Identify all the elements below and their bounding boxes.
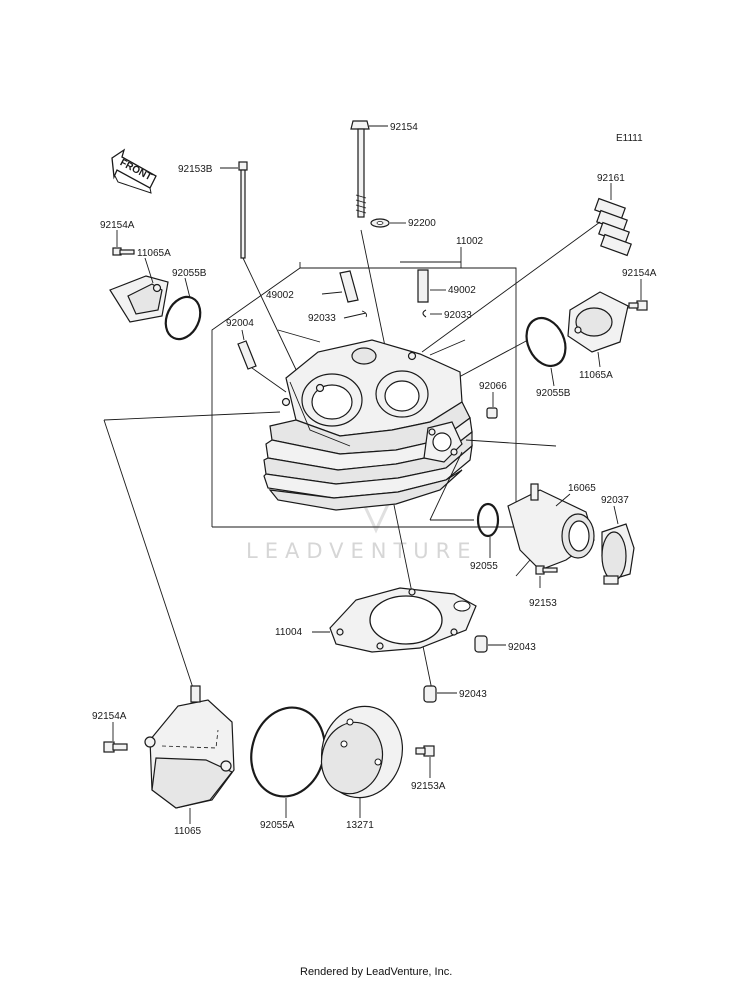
head-frame: [211, 261, 517, 528]
label-92033-left: 92033: [308, 313, 336, 324]
label-92154a-right: 92154A: [622, 268, 657, 279]
cylinder-head-11002: [263, 339, 473, 511]
label-16065: 16065: [568, 483, 596, 494]
label-92055: 92055: [470, 561, 498, 572]
guide-49002-left: [321, 270, 359, 303]
guide-49002-right: [417, 269, 446, 303]
label-92055b-right: 92055B: [536, 388, 571, 399]
label-92033-right: 92033: [444, 310, 472, 321]
label-92153: 92153: [529, 598, 557, 609]
clip-92033-right: [422, 309, 442, 318]
footer-credit: Rendered by LeadVenture, Inc.: [300, 966, 452, 978]
bolt-92153: [515, 559, 558, 588]
label-11002: 11002: [456, 236, 484, 247]
label-92200: 92200: [408, 218, 436, 229]
label-92043-upper: 92043: [508, 642, 536, 653]
label-13271: 13271: [346, 820, 374, 831]
clamp-92037: [601, 505, 635, 585]
stud-92153b: [220, 161, 301, 379]
label-92154a-bottom: 92154A: [92, 711, 127, 722]
bolt-92153a: [415, 745, 435, 778]
dowel-92066: [486, 392, 498, 419]
bolt-92154a-left: [112, 230, 135, 256]
oring-92055b-left: [164, 277, 202, 341]
label-11004: 11004: [275, 627, 303, 638]
front-arrow-icon: FRONT: [111, 148, 157, 194]
dowel-92043-upper: [474, 635, 506, 653]
watermark-text: LEADVENTURE: [246, 539, 478, 563]
label-92153b: 92153B: [178, 164, 213, 175]
label-92154a-left: 92154A: [100, 220, 135, 231]
label-92161: 92161: [597, 173, 625, 184]
label-92004: 92004: [226, 318, 254, 329]
stud-92004: [237, 329, 287, 393]
label-92153a: 92153A: [411, 781, 446, 792]
dowel-92043-lower: [423, 685, 457, 703]
label-92037: 92037: [601, 495, 629, 506]
washer-92200: [370, 218, 406, 228]
label-11065: 11065: [174, 826, 202, 837]
label-92066: 92066: [479, 381, 507, 392]
cover-11065: [144, 685, 235, 824]
label-49002-left: 49002: [266, 290, 294, 301]
oring-92055b-right: [445, 316, 567, 387]
cover-11065a-right: [567, 291, 629, 368]
gasket-11004: [312, 587, 477, 653]
label-92043-lower: 92043: [459, 689, 487, 700]
oring-92055: [476, 502, 500, 558]
oring-92055a: [250, 706, 326, 818]
bolt-92154a-right: [628, 279, 648, 311]
intake-16065: [507, 483, 595, 571]
label-11065a-right: 11065A: [579, 370, 613, 381]
bolt-92154a-bottom: [103, 722, 128, 753]
diagram-code: E1111: [616, 133, 643, 144]
label-11065a-left: 11065A: [137, 248, 171, 259]
part-92161: [421, 183, 632, 353]
label-92055a: 92055A: [260, 820, 295, 831]
label-92154: 92154: [390, 122, 418, 133]
label-92055b-left: 92055B: [172, 268, 207, 279]
plate-13271: [320, 705, 404, 818]
clip-92033-left: [343, 310, 367, 319]
watermark: LEADVENTURE: [246, 499, 478, 563]
cover-11065a-left: [109, 257, 169, 323]
label-49002-right: 49002: [448, 285, 476, 296]
